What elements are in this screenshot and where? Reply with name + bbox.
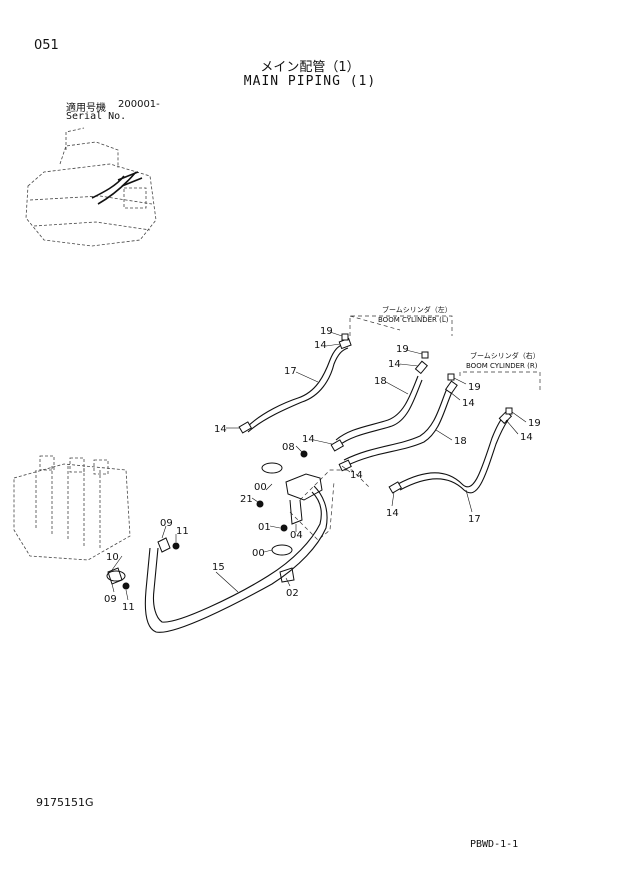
hose-18-right [343, 385, 449, 461]
callout-04: 04 [290, 530, 303, 541]
hose-17-upper [245, 343, 345, 429]
fittings [238, 333, 513, 494]
fitting-14 [338, 459, 352, 472]
callout-10: 10 [106, 552, 119, 563]
machine-location-thumbnail [25, 127, 157, 247]
hose-15 [144, 485, 328, 633]
callout-08: 08 [282, 442, 295, 453]
callout-00: 00 [252, 548, 265, 559]
clamp-00-lower [271, 544, 293, 556]
callout-14: 14 [214, 424, 227, 435]
plate-02 [279, 567, 295, 583]
machine-highlight-lines [91, 171, 143, 205]
callout-19: 19 [528, 418, 541, 429]
callout-14: 14 [462, 398, 475, 409]
callout-02: 02 [286, 588, 299, 599]
callout-19: 19 [396, 344, 409, 355]
callout-19: 19 [468, 382, 481, 393]
callout-11: 11 [122, 602, 135, 613]
callout-17: 17 [284, 366, 297, 377]
page-title-japanese: メイン配管（1） [260, 60, 360, 75]
callout-14: 14 [520, 432, 533, 443]
callout-11: 11 [176, 526, 189, 537]
callout-09: 09 [160, 518, 173, 529]
callout-14: 14 [388, 359, 401, 370]
clamp-10 [106, 570, 126, 582]
adapter-19 [447, 373, 455, 381]
boom-cylinder-right-label: BOOM CYLINDER (R) [466, 362, 538, 370]
clamp-09-lower [107, 567, 123, 585]
hose-18-upper [335, 375, 419, 441]
callout-01: 01 [258, 522, 271, 533]
manifold-block [285, 473, 323, 501]
callout-18: 18 [454, 436, 467, 447]
serial-label-japanese: 適用号機 [66, 103, 106, 114]
fitting-14 [414, 360, 428, 375]
serial-label: Serial No. [66, 111, 127, 122]
control-valve [13, 455, 131, 561]
fitting-14 [444, 380, 458, 395]
bolt-21 [256, 500, 264, 508]
callout-18: 18 [374, 376, 387, 387]
adapter-19 [341, 333, 349, 341]
fitting-14 [238, 421, 253, 434]
adapter-19 [421, 351, 429, 359]
callout-00: 00 [254, 482, 267, 493]
fitting-14 [388, 481, 403, 494]
part-number: 9175151G [36, 796, 94, 809]
block-and-clamps [106, 450, 323, 590]
boom-cylinder-left-label: BOOM CYLINDER (L) [378, 316, 449, 324]
callout-14: 14 [386, 508, 399, 519]
callout-14: 14 [350, 470, 363, 481]
callout-21: 21 [240, 494, 253, 505]
reference-lines [289, 315, 541, 541]
clamp-00-upper [261, 462, 283, 474]
bracket-04 [289, 499, 303, 525]
callout-19: 19 [320, 326, 333, 337]
hoses [144, 343, 509, 633]
bolt-01 [280, 524, 288, 532]
serial-value: 200001- [118, 99, 160, 110]
adapter-19 [505, 407, 513, 415]
page-code: PBWD-1-1 [470, 839, 519, 850]
boom-cylinder-right-label-jp: ブームシリンダ（右） [470, 351, 540, 360]
page-title: MAIN PIPING (1) [243, 74, 377, 89]
bolt-11-lower [122, 582, 130, 590]
leader-lines [111, 331, 527, 601]
callout-15: 15 [212, 562, 225, 573]
callout-17: 17 [468, 514, 481, 525]
page-number: 051 [34, 38, 59, 53]
callout-14: 14 [314, 340, 327, 351]
boom-cylinder-left-label-jp: ブームシリンダ（左） [382, 305, 452, 314]
hose-17-lower [397, 415, 505, 488]
bolt-11-upper [172, 542, 180, 550]
fitting-14 [330, 439, 345, 452]
clamp-09-upper [157, 537, 171, 553]
callout-09: 09 [104, 594, 117, 605]
bolt-08 [300, 450, 308, 458]
callout-14: 14 [302, 434, 315, 445]
